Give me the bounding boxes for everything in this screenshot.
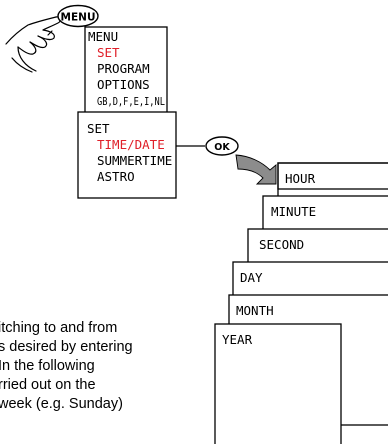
menu-item-program[interactable]: PROGRAM	[97, 61, 150, 76]
set-panel: SET TIME/DATE SUMMERTIME ASTRO	[77, 111, 177, 199]
menu-button[interactable]: MENU	[57, 4, 99, 28]
menu-item-options[interactable]: OPTIONS	[97, 77, 150, 92]
body-text: itching to and from s desired by enterin…	[0, 320, 133, 412]
menu-button-label: MENU	[61, 12, 96, 24]
menu-item-language[interactable]: GB,D,F,E,I,NL	[97, 95, 165, 108]
set-item-summertime[interactable]: SUMMERTIME	[97, 153, 172, 168]
body-text-line-3: In the following	[0, 358, 95, 374]
set-panel-title: SET	[87, 121, 110, 136]
body-text-line-2: s desired by entering	[0, 339, 133, 355]
menu-panel: MENU SET PROGRAM OPTIONS GB,D,F,E,I,NL	[84, 26, 168, 117]
stacked-screens: HOUR MINUTE SECOND DAY MONTH YEAR	[214, 162, 388, 444]
screen-hour: HOUR	[277, 162, 388, 334]
screen-second-label: SECOND	[259, 237, 304, 252]
screen-hour-label: HOUR	[285, 171, 316, 186]
screen-day-label: DAY	[240, 270, 263, 285]
body-text-line-5: week (e.g. Sunday)	[0, 396, 123, 412]
screen-year-label: YEAR	[222, 332, 253, 347]
menu-item-set[interactable]: SET	[97, 45, 120, 60]
screen-minute-label: MINUTE	[271, 204, 316, 219]
screen-year: YEAR	[214, 323, 342, 444]
curved-arrow-icon	[235, 154, 277, 185]
ok-button[interactable]: OK	[205, 136, 239, 156]
screen-month-label: MONTH	[236, 303, 274, 318]
set-item-time-date[interactable]: TIME/DATE	[97, 137, 165, 152]
set-item-astro[interactable]: ASTRO	[97, 169, 135, 184]
body-text-line-4: rried out on the	[0, 377, 96, 393]
menu-panel-title: MENU	[88, 29, 118, 44]
ok-button-label: OK	[214, 142, 230, 153]
pointing-hand-icon	[5, 16, 61, 73]
body-text-line-1: itching to and from	[0, 320, 117, 336]
